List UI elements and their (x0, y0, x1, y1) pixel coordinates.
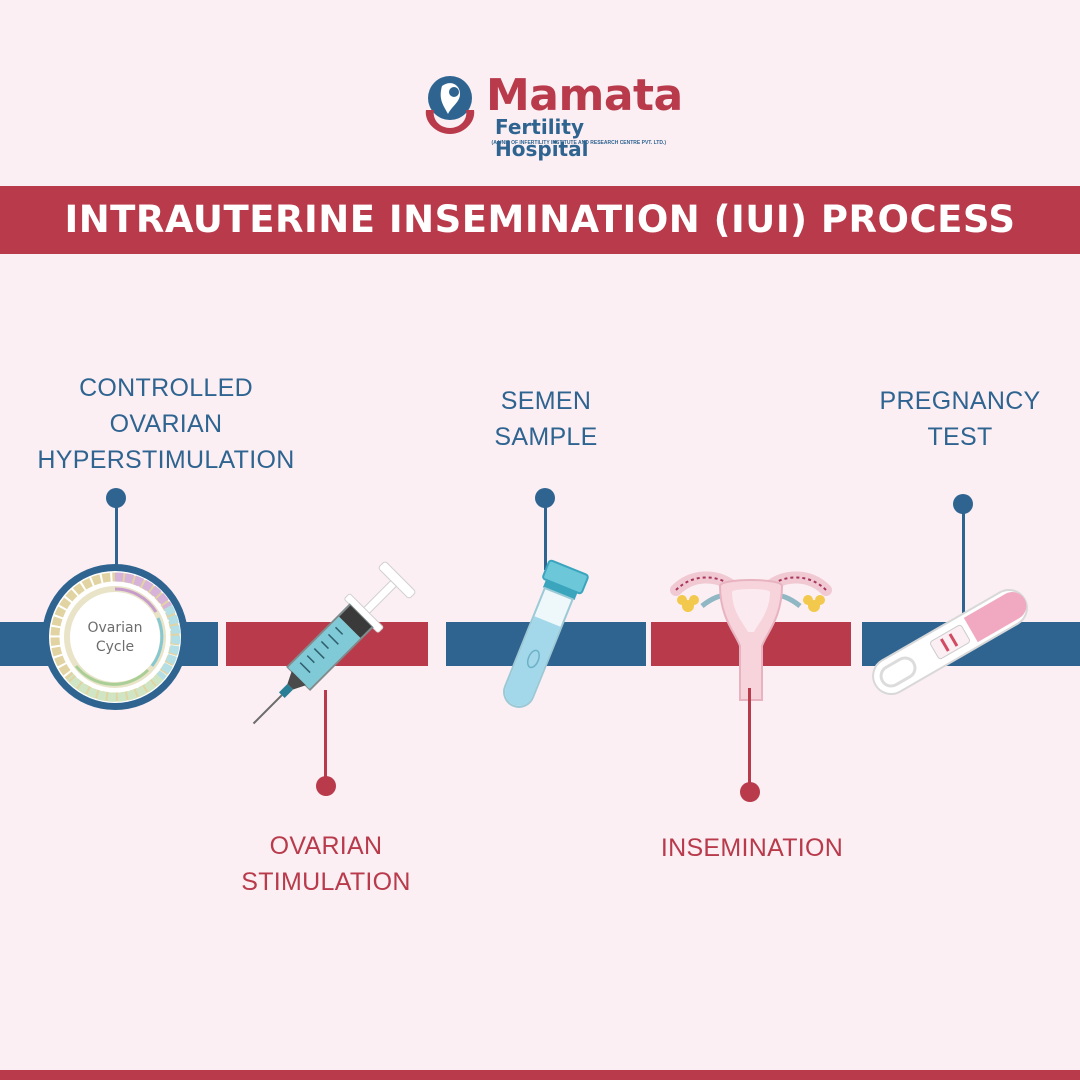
step-4-connector (748, 688, 751, 793)
step-4-label: INSEMINATION (660, 834, 844, 862)
step-5-marker (953, 494, 973, 514)
brand-name: Mamata (486, 70, 683, 121)
step-3-label: SEMEN SAMPLE (494, 387, 598, 451)
step-3-connector (544, 500, 547, 570)
step-2-connector (324, 690, 327, 785)
step-4-marker (740, 782, 760, 802)
logo: Mamata Fertility Hospital (A UNIT OF INF… (420, 70, 683, 161)
step-1-marker (106, 488, 126, 508)
pregnancy-test-icon (872, 589, 1028, 695)
ovarian-cycle-text: Ovarian (88, 620, 143, 636)
title-banner (0, 186, 1080, 254)
ovarian-cycle-text: Cycle (96, 639, 134, 655)
step-2-label: OVARIAN STIMULATION (241, 832, 411, 896)
page-title: INTRAUTERINE INSEMINATION (IUI) PROCESS (64, 198, 1016, 241)
step-3-marker (535, 488, 555, 508)
bottom-border (0, 1070, 1080, 1080)
test-tube-icon (503, 559, 589, 708)
brand-tagline: (A UNIT OF INFERTILITY INSTITUTE AND RES… (491, 140, 666, 146)
step-5-connector (962, 506, 965, 626)
syringe-icon (252, 561, 416, 725)
step-1-label: CONTROLLED OVARIAN HYPERSTIMULATION (37, 374, 295, 474)
brand-subtitle: Fertility Hospital (495, 115, 589, 161)
uterus-icon (670, 571, 832, 701)
ovarian-cycle-icon: Ovarian Cycle (42, 564, 188, 710)
step-5-label: PREGNANCY TEST (879, 387, 1041, 451)
mother-child-logo-icon (425, 76, 475, 134)
step-1-connector (115, 500, 118, 565)
step-2-marker (316, 776, 336, 796)
